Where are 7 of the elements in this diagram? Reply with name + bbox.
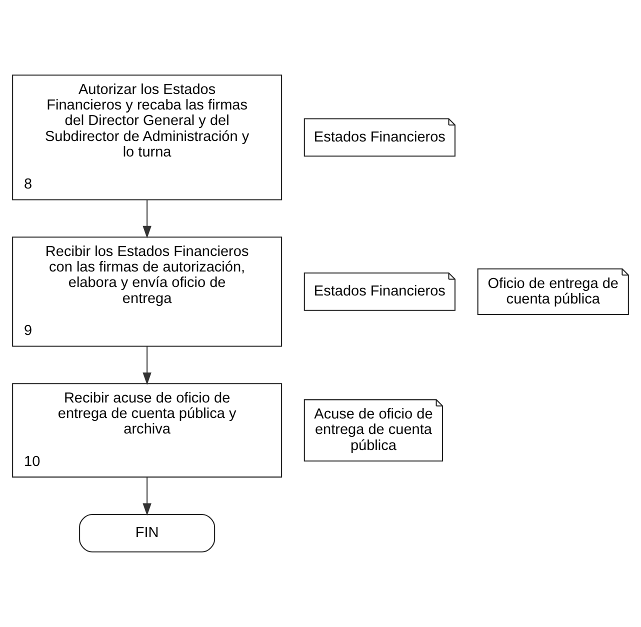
node-box: Recibir acuse de oficio de entrega de cuenta pública y archiva 10 bbox=[12, 383, 282, 478]
arrow bbox=[142, 200, 152, 238]
arrow bbox=[142, 477, 152, 516]
arrow bbox=[142, 346, 152, 385]
node-box: Autorizar los Estados Financieros y recaba las firmas del Director General y del Subdirector de Administración y lo turna 8 bbox=[12, 74, 282, 200]
node-box: FIN bbox=[79, 514, 216, 552]
node-box: Recibir los Estados Financieros con las firmas de autorización, elabora y envía oficio de entrega 9 bbox=[12, 236, 282, 347]
